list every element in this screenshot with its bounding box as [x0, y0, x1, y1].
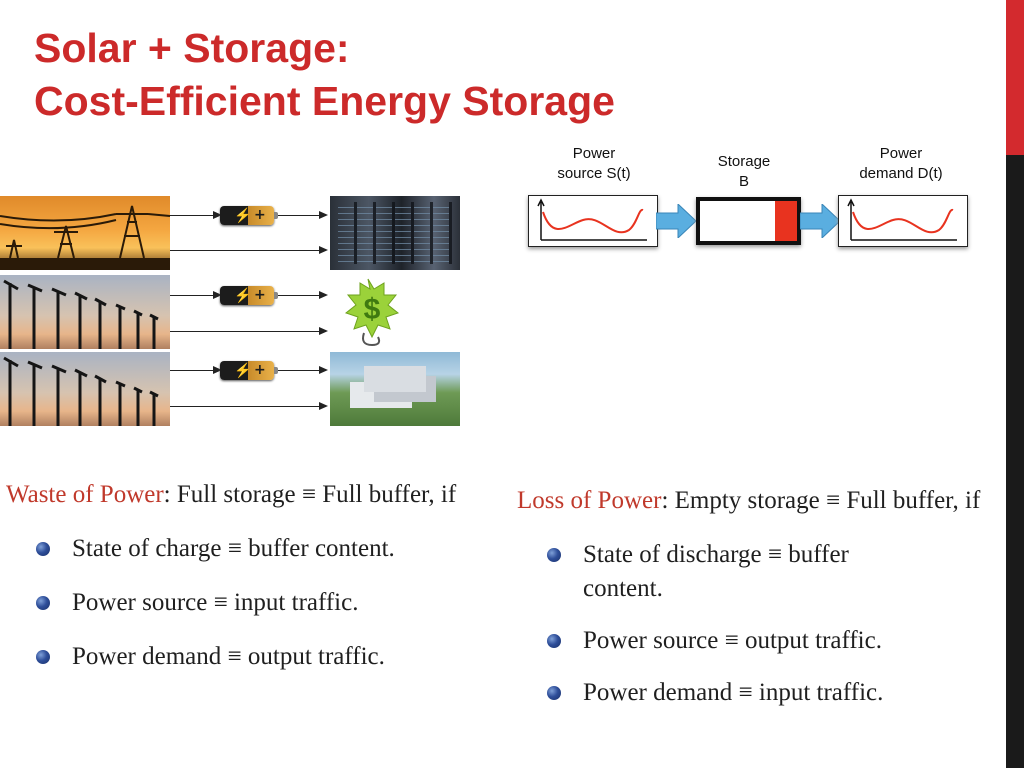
list-item-text: Power demand ≡ input traffic.	[583, 679, 884, 706]
flow-arrow	[170, 210, 222, 219]
energy-row-datacenter: ⚡ +	[0, 196, 462, 270]
list-item-text: Power demand ≡ output traffic.	[72, 643, 385, 670]
dollar-sign-icon: $	[330, 275, 460, 349]
source-label: Power source S(t)	[534, 144, 654, 184]
campus-building-photo	[330, 352, 460, 426]
energy-row-market: ⚡ + $	[0, 275, 462, 349]
flow-arrow	[278, 210, 328, 219]
loss-of-power-term: Loss of Power	[517, 487, 662, 514]
list-item-text: Power source ≡ input traffic.	[72, 589, 359, 616]
waste-of-power-text: : Full storage ≡ Full buffer, if	[163, 481, 457, 508]
demand-label: Power demand D(t)	[836, 144, 966, 184]
source-label-line-1: Power	[572, 145, 616, 162]
source-label-line-2: source S(t)	[557, 165, 631, 182]
list-item: Power source ≡ input traffic.	[36, 586, 476, 620]
flow-arrow-direct	[170, 326, 328, 335]
waste-of-power-definition: Waste of Power: Full storage ≡ Full buff…	[6, 478, 476, 512]
power-lines-photo	[0, 196, 170, 270]
wind-turbines-photo	[0, 352, 170, 426]
flow-arrow	[278, 365, 328, 374]
energy-row-campus: ⚡ +	[0, 352, 462, 426]
battery-icon: ⚡ +	[220, 361, 278, 380]
battery-icon: ⚡ +	[220, 206, 278, 225]
plus-icon: +	[254, 287, 266, 303]
flow-arrow-direct	[170, 401, 328, 410]
svg-text:$: $	[364, 293, 381, 326]
wind-turbines-photo	[0, 275, 170, 349]
bolt-icon: ⚡	[234, 362, 252, 378]
storage-level	[775, 201, 797, 241]
battery-icon: ⚡ +	[220, 286, 278, 305]
bullet-icon	[36, 596, 50, 610]
demand-label-line-1: Power	[879, 145, 923, 162]
flow-arrow	[278, 290, 328, 299]
flow-arrow	[170, 365, 222, 374]
list-item: Power demand ≡ input traffic.	[547, 676, 907, 710]
waste-of-power-column: Waste of Power: Full storage ≡ Full buff…	[6, 478, 476, 674]
edge-dark-bar	[1006, 155, 1024, 768]
bullet-icon	[547, 548, 561, 562]
demand-label-line-2: demand D(t)	[859, 165, 943, 182]
storage-diagram: Power source S(t) Storage B Power demand…	[520, 140, 980, 260]
storage-label-line-2: B	[738, 173, 749, 190]
bullet-icon	[547, 686, 561, 700]
bullet-icon	[547, 634, 561, 648]
storage-label-line-1: Storage	[717, 153, 771, 170]
loss-of-power-list: State of discharge ≡ buffer content. Pow…	[547, 538, 907, 710]
list-item-text: State of charge ≡ buffer content.	[72, 535, 395, 562]
flow-arrow-icon	[800, 204, 840, 238]
bolt-icon: ⚡	[234, 207, 252, 223]
storage-label: Storage B	[694, 152, 794, 192]
flow-arrow-direct	[170, 245, 328, 254]
flow-arrow	[170, 290, 222, 299]
list-item: State of charge ≡ buffer content.	[36, 532, 476, 566]
bullet-icon	[36, 650, 50, 664]
list-item: Power source ≡ output traffic.	[547, 624, 907, 658]
bullet-icon	[36, 542, 50, 556]
slide-title: Solar + Storage: Cost-Efficient Energy S…	[34, 22, 615, 128]
slide-title-line-2: Cost-Efficient Energy Storage	[34, 78, 615, 124]
list-item-text: State of discharge ≡ buffer content.	[583, 541, 849, 602]
storage-buffer	[696, 197, 801, 245]
data-center-photo	[330, 196, 460, 270]
waste-of-power-list: State of charge ≡ buffer content. Power …	[36, 532, 476, 674]
plus-icon: +	[254, 207, 266, 223]
loss-of-power-text: : Empty storage ≡ Full buffer, if	[661, 487, 981, 514]
demand-plot	[838, 195, 968, 247]
bolt-icon: ⚡	[234, 287, 252, 303]
source-plot	[528, 195, 658, 247]
waste-of-power-term: Waste of Power	[6, 481, 164, 508]
edge-accent-bar	[1006, 0, 1024, 155]
plus-icon: +	[254, 362, 266, 378]
slide-title-line-1: Solar + Storage:	[34, 25, 350, 71]
flow-arrow-icon	[656, 204, 696, 238]
list-item: Power demand ≡ output traffic.	[36, 640, 476, 674]
list-item-text: Power source ≡ output traffic.	[583, 627, 882, 654]
list-item: State of discharge ≡ buffer content.	[547, 538, 907, 606]
loss-of-power-column: Loss of Power: Empty storage ≡ Full buff…	[517, 484, 987, 710]
loss-of-power-definition: Loss of Power: Empty storage ≡ Full buff…	[517, 484, 987, 518]
